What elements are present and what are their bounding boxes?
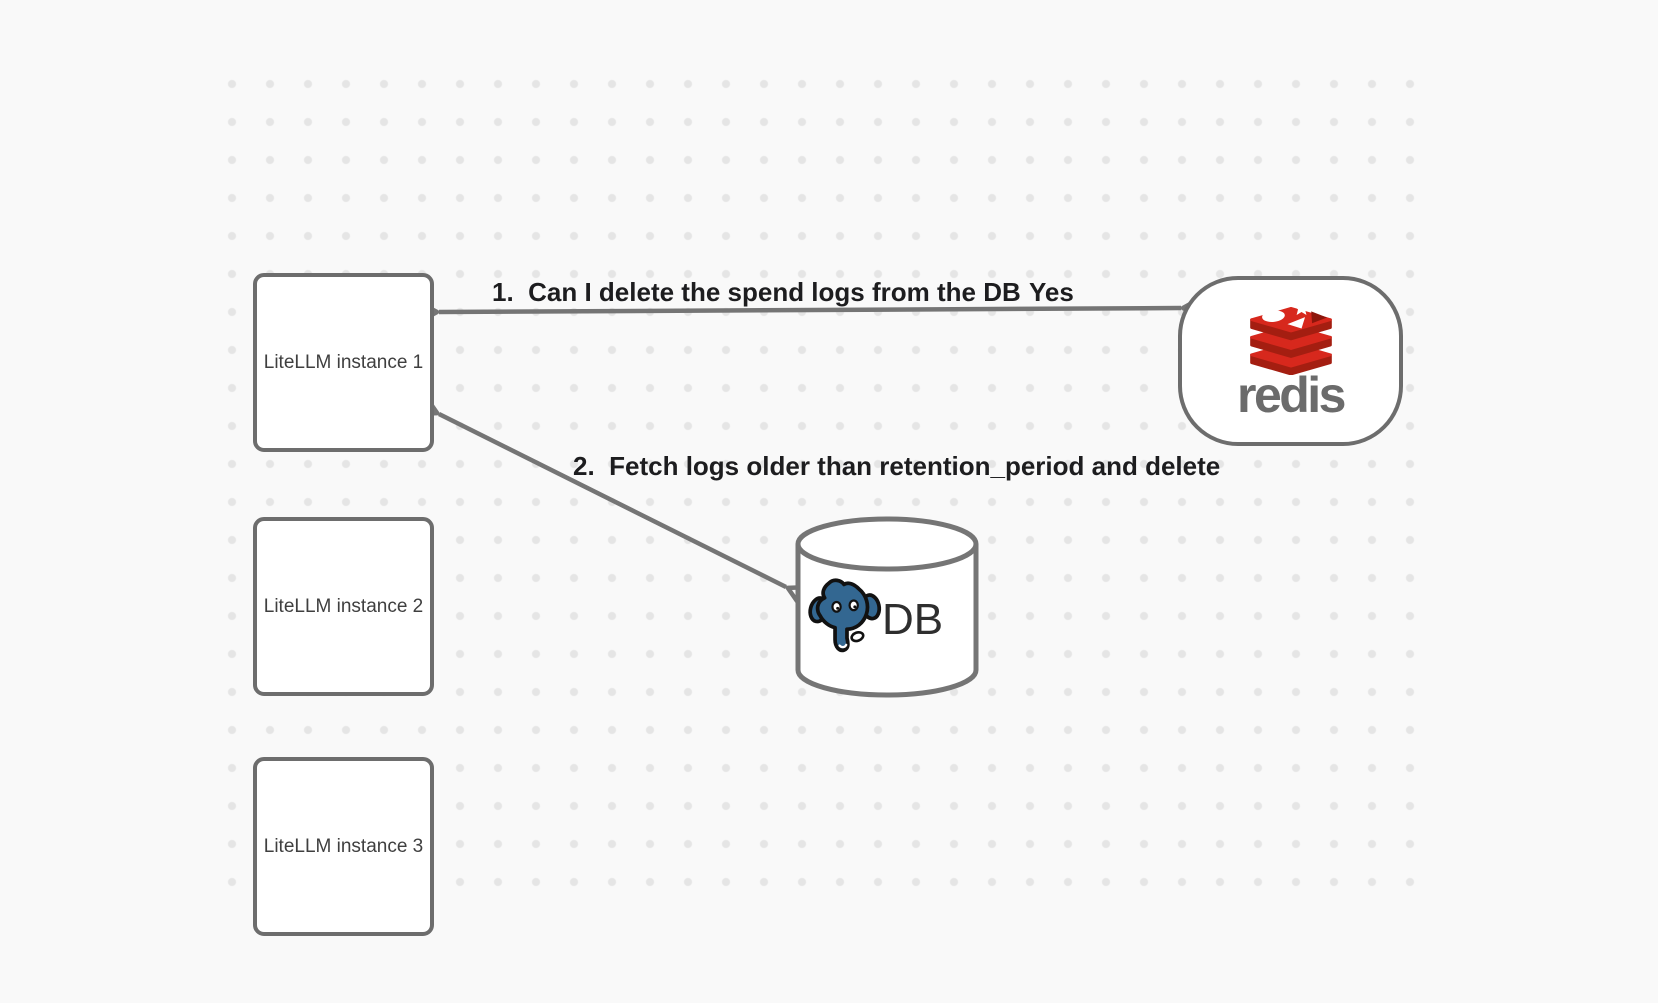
arrow-2-label: 2. Fetch logs older than retention_perio… [573, 451, 1221, 481]
node-db[interactable]: DB [792, 514, 982, 704]
node-litellm-instance-3[interactable]: LiteLLM instance 3 [253, 757, 434, 936]
node-label: LiteLLM instance 2 [263, 595, 424, 617]
node-label: LiteLLM instance 3 [263, 835, 424, 857]
redis-wordmark: redis [1236, 367, 1347, 423]
postgresql-logo-icon [808, 578, 882, 653]
arrow-2[interactable] [409, 390, 816, 611]
arrow-1-response: Yes [1029, 277, 1074, 307]
node-litellm-instance-2[interactable]: LiteLLM instance 2 [253, 517, 434, 696]
redis-logo-icon [1249, 299, 1332, 375]
arrow-1-label: 1. Can I delete the spend logs from the … [492, 277, 1021, 307]
node-redis[interactable]: redis [1178, 276, 1403, 446]
node-litellm-instance-1[interactable]: LiteLLM instance 1 [253, 273, 434, 452]
db-label: DB [882, 595, 944, 644]
node-label: LiteLLM instance 1 [263, 351, 424, 373]
arrow-1[interactable] [412, 293, 1208, 327]
